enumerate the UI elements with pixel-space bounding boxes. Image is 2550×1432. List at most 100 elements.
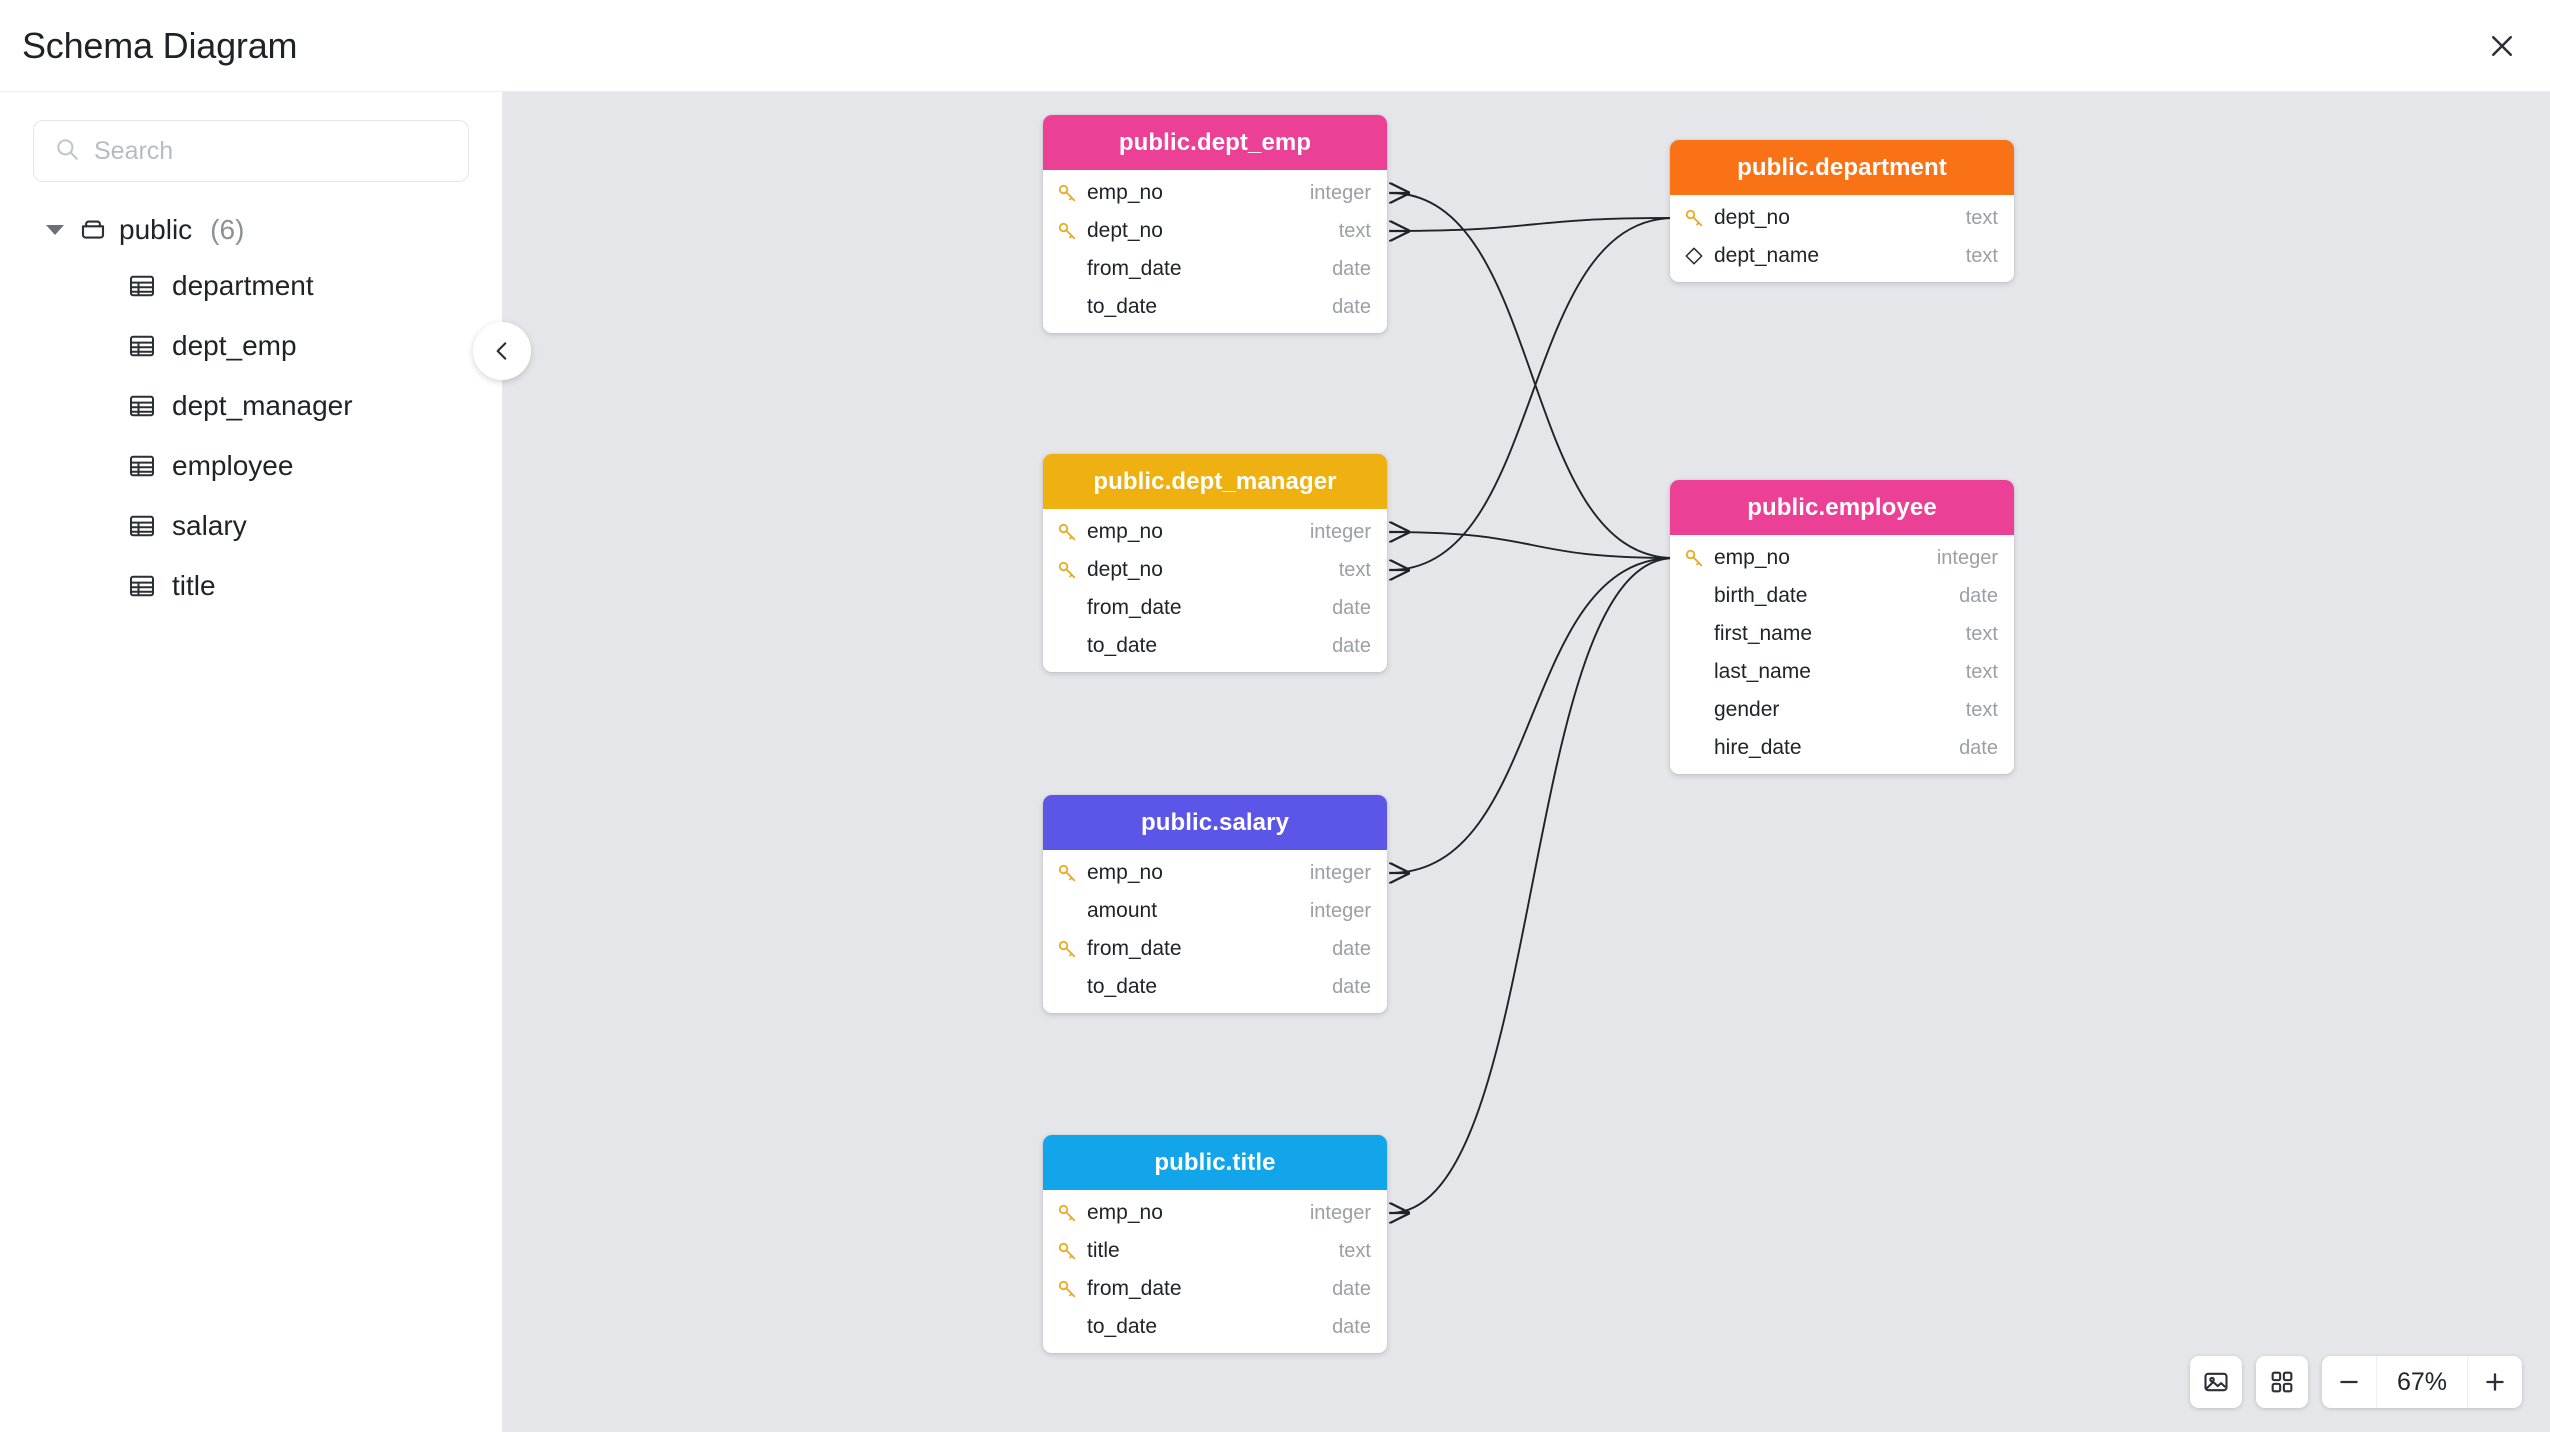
relationship-edge — [1390, 532, 1675, 559]
key-icon — [1056, 182, 1078, 204]
column-type: date — [1332, 975, 1371, 998]
sidebar-item-title[interactable]: title — [0, 556, 502, 616]
plus-icon[interactable] — [2468, 1356, 2522, 1408]
sidebar-item-dept_manager[interactable]: dept_manager — [0, 376, 502, 436]
key-icon — [1056, 862, 1078, 884]
sidebar-item-label: salary — [172, 510, 247, 541]
sidebar-item-salary[interactable]: salary — [0, 496, 502, 556]
column-type: text — [1965, 660, 1998, 683]
search-box[interactable] — [33, 120, 469, 182]
column-type: integer — [1309, 899, 1371, 922]
table-column-row[interactable]: from_date date — [1043, 930, 1387, 968]
key-icon — [1683, 207, 1705, 229]
image-icon[interactable] — [2190, 1356, 2242, 1408]
grid-icon[interactable] — [2256, 1356, 2308, 1408]
zoom-controls: 67% — [2322, 1356, 2522, 1408]
sidebar-item-dept_emp[interactable]: dept_emp — [0, 316, 502, 376]
search-input[interactable] — [94, 136, 448, 166]
column-name: dept_no — [1087, 558, 1163, 581]
schema-icon — [78, 215, 108, 245]
diamond-icon — [1683, 245, 1705, 267]
sidebar-collapse-button[interactable] — [473, 322, 531, 380]
table-icon — [127, 391, 157, 421]
chevron-down-icon[interactable] — [46, 225, 64, 235]
column-type: date — [1332, 596, 1371, 619]
key-icon — [1683, 547, 1705, 569]
table-node-title: public.dept_emp — [1043, 115, 1387, 170]
table-column-row[interactable]: dept_no text — [1043, 551, 1387, 589]
column-type: text — [1965, 622, 1998, 645]
canvas-toolbar: 67% — [2190, 1356, 2522, 1408]
column-type: date — [1959, 584, 1998, 607]
minus-icon[interactable] — [2322, 1356, 2376, 1408]
table-column-row[interactable]: birth_date date — [1670, 577, 2014, 615]
column-type: text — [1338, 219, 1371, 242]
relationship-edge — [1390, 557, 1675, 1213]
column-name: emp_no — [1087, 1201, 1163, 1224]
page-title: Schema Diagram — [22, 24, 298, 66]
table-icon — [127, 451, 157, 481]
column-type: integer — [1309, 1201, 1371, 1224]
close-icon[interactable] — [2476, 20, 2528, 72]
column-type: date — [1332, 257, 1371, 280]
sidebar-item-label: dept_emp — [172, 330, 297, 361]
key-icon — [1056, 1240, 1078, 1262]
schema-tree: public (6) department dept_emp dept_manage… — [0, 182, 502, 616]
column-name: title — [1087, 1239, 1120, 1262]
column-name: birth_date — [1714, 584, 1808, 607]
column-type: date — [1332, 937, 1371, 960]
sidebar-item-employee[interactable]: employee — [0, 436, 502, 496]
table-column-row[interactable]: emp_no integer — [1043, 1194, 1387, 1232]
column-name: from_date — [1087, 937, 1182, 960]
dialog-header: Schema Diagram — [0, 0, 2550, 92]
table-icon — [127, 331, 157, 361]
column-type: integer — [1309, 520, 1371, 543]
zoom-level-label[interactable]: 67% — [2376, 1356, 2468, 1408]
table-icon — [127, 511, 157, 541]
table-node-title: public.dept_manager — [1043, 454, 1387, 509]
search-icon — [54, 136, 80, 167]
tree-item-list: department dept_emp dept_manager employee sa… — [0, 256, 502, 616]
sidebar-item-label: employee — [172, 450, 294, 481]
column-name: to_date — [1087, 634, 1158, 657]
key-icon — [1056, 938, 1078, 960]
table-column-row[interactable]: last_name text — [1670, 653, 2014, 691]
tree-root-public[interactable]: public (6) — [0, 204, 502, 256]
sidebar-item-department[interactable]: department — [0, 256, 502, 316]
column-name: emp_no — [1087, 181, 1163, 204]
search-container — [0, 92, 502, 182]
column-type: date — [1332, 295, 1371, 318]
column-type: text — [1338, 558, 1371, 581]
column-name: last_name — [1714, 660, 1811, 683]
key-icon — [1056, 220, 1078, 242]
column-type: integer — [1936, 546, 1998, 569]
